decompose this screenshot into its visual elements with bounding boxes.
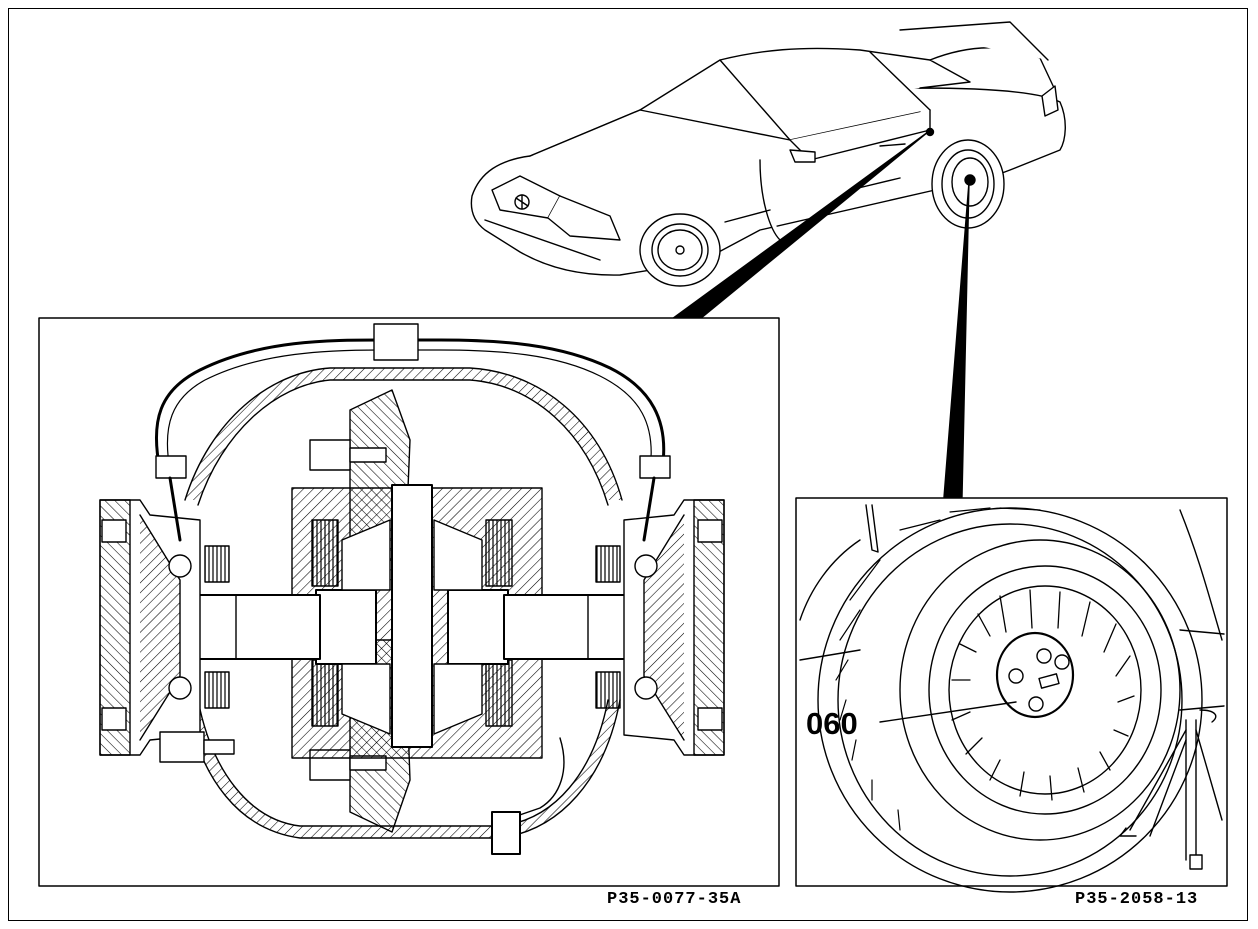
wheel-hub-detail bbox=[799, 504, 1225, 893]
callout-060: 060 bbox=[806, 706, 858, 741]
figure-frame bbox=[8, 8, 1248, 921]
differential-cross-section bbox=[99, 323, 725, 855]
differential-figure-code: P35-0077-35A bbox=[607, 890, 742, 909]
car-illustration bbox=[470, 21, 1066, 287]
wheel-figure-code: P35-2058-13 bbox=[1075, 890, 1199, 909]
leader-wedges bbox=[671, 131, 970, 498]
